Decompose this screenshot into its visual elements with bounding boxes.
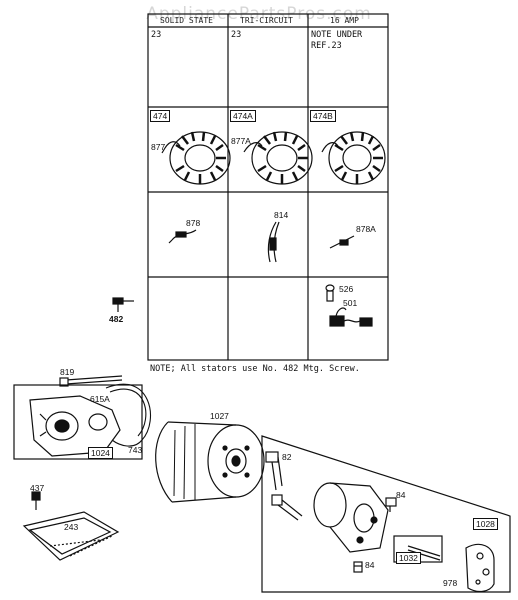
- ref-cell-16-amp-cont: REF.23: [311, 41, 342, 51]
- part-label-474: 474: [150, 110, 171, 122]
- ref-cell-solid-state: 23: [151, 30, 162, 40]
- part-label-877: 877: [151, 142, 166, 152]
- column-header-16-amp: 16 AMP: [330, 16, 359, 25]
- gasket-978: [465, 543, 495, 593]
- part-label-437: 437: [30, 483, 45, 493]
- harness-814: [267, 221, 280, 263]
- oil-filter-1027: [155, 421, 265, 503]
- ref-cell-tri-circuit: 23: [231, 30, 242, 40]
- fitting-84-bottom: [353, 561, 363, 573]
- part-label-82: 82: [282, 452, 292, 462]
- part-label-743: 743: [128, 445, 143, 455]
- stator-474b: [321, 131, 386, 185]
- screen-243: [22, 511, 120, 561]
- part-label-1032: 1032: [396, 552, 421, 564]
- part-label-482: 482: [109, 314, 124, 324]
- part-label-819: 819: [60, 367, 75, 377]
- bolt-82b: [271, 494, 303, 521]
- ref-cell-16-amp: NOTE UNDER: [311, 30, 363, 40]
- part-label-84-right: 84: [396, 490, 406, 500]
- part-label-615a: 615A: [90, 394, 110, 404]
- bolt-82: [265, 451, 283, 491]
- adapter-1028-frame: [261, 435, 511, 593]
- screw-437: [31, 491, 41, 510]
- part-label-877a: 877A: [231, 136, 251, 146]
- diode-878a: [329, 235, 355, 249]
- gasket-743: [105, 383, 151, 447]
- column-header-solid-state: SOLID STATE: [160, 16, 213, 25]
- column-header-tri-circuit: TRI-CIRCUIT: [240, 16, 293, 25]
- fitting-84-right: [385, 497, 397, 512]
- bolt-819: [59, 375, 123, 387]
- part-label-978: 978: [443, 578, 458, 588]
- part-label-878a: 878A: [356, 224, 376, 234]
- part-label-1028: 1028: [473, 518, 498, 530]
- part-label-84-bottom: 84: [365, 560, 375, 570]
- part-label-526: 526: [339, 284, 354, 294]
- part-label-243: 243: [64, 522, 79, 532]
- stator-474a: [243, 131, 313, 185]
- adapter-housing: [313, 482, 389, 553]
- gear-case-1024-frame: [13, 384, 143, 460]
- part-label-474b: 474B: [310, 110, 336, 122]
- stator-474: [161, 131, 231, 185]
- connector-501: [329, 307, 373, 327]
- diode-878: [168, 229, 197, 244]
- part-label-1027: 1027: [210, 411, 229, 421]
- part-label-878: 878: [186, 218, 201, 228]
- part-label-1024: 1024: [88, 447, 113, 459]
- gear-case: [29, 395, 121, 457]
- stator-note: NOTE; All stators use No. 482 Mtg. Screw…: [150, 364, 360, 374]
- screw-482: [112, 297, 134, 312]
- fuse-526: [325, 284, 335, 302]
- part-label-814: 814: [274, 210, 289, 220]
- part-label-474a: 474A: [230, 110, 256, 122]
- part-label-501: 501: [343, 298, 358, 308]
- stator-table-grid: [147, 13, 389, 361]
